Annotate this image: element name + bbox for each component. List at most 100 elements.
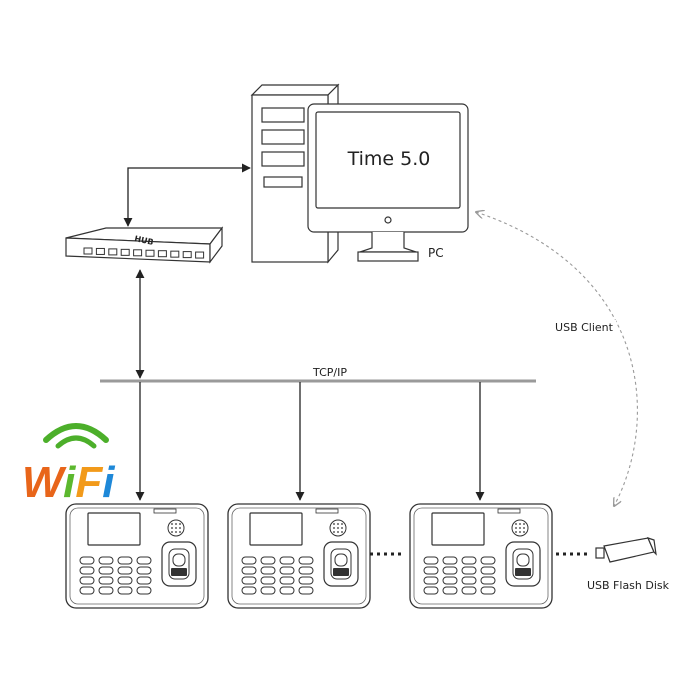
keypad-key[interactable] [461, 586, 477, 595]
time-attendance-terminals [65, 503, 553, 609]
hub-ports [83, 247, 205, 259]
speaker-hole [337, 527, 339, 529]
keypad-key[interactable] [136, 556, 152, 565]
keypad-key[interactable] [480, 576, 496, 585]
speaker-hole [519, 523, 521, 525]
keypad-key[interactable] [442, 576, 458, 585]
hub-port [133, 249, 143, 257]
keypad-key[interactable] [117, 556, 133, 565]
speaker-hole [333, 523, 335, 525]
keypad-key[interactable] [98, 576, 114, 585]
hub-port [108, 248, 118, 256]
keypad-key[interactable] [98, 556, 114, 565]
wifi-letter-i1: i [63, 458, 76, 507]
keypad-key[interactable] [79, 586, 95, 595]
terminal-screen [431, 512, 485, 546]
terminal-device [227, 503, 371, 609]
keypad-key[interactable] [442, 566, 458, 575]
usb-flash-disk-label: USB Flash Disk [587, 579, 670, 592]
speaker-hole [341, 523, 343, 525]
speaker-hole [515, 527, 517, 529]
keypad-key[interactable] [461, 566, 477, 575]
fingerprint-glass [333, 568, 349, 576]
speaker-hole [179, 527, 181, 529]
keypad-key[interactable] [79, 576, 95, 585]
terminal-led [497, 508, 521, 514]
wifi-text: WiFi [22, 458, 115, 507]
keypad-key[interactable] [241, 556, 257, 565]
speaker-hole [175, 527, 177, 529]
terminal-bezel [69, 507, 205, 605]
terminal-led [153, 508, 177, 514]
keypad-key[interactable] [480, 586, 496, 595]
wifi-letter-w: W [22, 458, 67, 507]
keypad-key[interactable] [279, 576, 295, 585]
fingerprint-icon [334, 553, 348, 567]
keypad-key[interactable] [136, 586, 152, 595]
keypad-key[interactable] [241, 586, 257, 595]
terminal-device [409, 503, 553, 609]
speaker-hole [333, 531, 335, 533]
keypad-key[interactable] [136, 566, 152, 575]
keypad-key[interactable] [279, 556, 295, 565]
keypad-key[interactable] [423, 556, 439, 565]
keypad-key[interactable] [241, 566, 257, 575]
fingerprint-glass [171, 568, 187, 576]
keypad-key[interactable] [241, 576, 257, 585]
keypad-key[interactable] [480, 556, 496, 565]
speaker-hole [519, 531, 521, 533]
speaker-hole [341, 531, 343, 533]
speaker-hole [175, 531, 177, 533]
keypad-key[interactable] [260, 556, 276, 565]
keypad-key[interactable] [79, 566, 95, 575]
hub-port [195, 251, 205, 259]
hub-port [83, 247, 93, 255]
keypad-key[interactable] [298, 576, 314, 585]
keypad-key[interactable] [461, 576, 477, 585]
usb-client-link [476, 212, 638, 506]
keypad-key[interactable] [117, 566, 133, 575]
keypad-key[interactable] [260, 566, 276, 575]
keypad-key[interactable] [260, 576, 276, 585]
speaker-hole [337, 523, 339, 525]
fingerprint-glass [515, 568, 531, 576]
terminal-screen [249, 512, 303, 546]
keypad-key[interactable] [136, 576, 152, 585]
keypad-key[interactable] [260, 586, 276, 595]
speaker-hole [171, 527, 173, 529]
keypad-key[interactable] [442, 586, 458, 595]
keypad-key[interactable] [423, 566, 439, 575]
keypad-key[interactable] [461, 556, 477, 565]
speaker-hole [333, 527, 335, 529]
tcpip-label: TCP/IP [312, 366, 347, 379]
hub-label: HUB [134, 234, 155, 247]
keypad-key[interactable] [423, 586, 439, 595]
fingerprint-icon [172, 553, 186, 567]
keypad-key[interactable] [117, 586, 133, 595]
keypad-key[interactable] [279, 566, 295, 575]
terminal-bezel [413, 507, 549, 605]
keypad-key[interactable] [423, 576, 439, 585]
keypad-key[interactable] [298, 586, 314, 595]
terminal-bezel [231, 507, 367, 605]
wifi-letter-i2: i [102, 458, 115, 507]
speaker-hole [175, 523, 177, 525]
speaker-hole [179, 523, 181, 525]
keypad-key[interactable] [442, 556, 458, 565]
hub-port [95, 247, 105, 255]
keypad-key[interactable] [298, 566, 314, 575]
keypad-key[interactable] [98, 566, 114, 575]
speaker-hole [515, 523, 517, 525]
speaker-hole [171, 531, 173, 533]
keypad-key[interactable] [279, 586, 295, 595]
keypad-key[interactable] [298, 556, 314, 565]
keypad-key[interactable] [117, 576, 133, 585]
speaker-hole [179, 531, 181, 533]
keypad-key[interactable] [480, 566, 496, 575]
keypad-key[interactable] [79, 556, 95, 565]
speaker-hole [523, 531, 525, 533]
keypad-key[interactable] [98, 586, 114, 595]
usb-flash-disk [595, 537, 657, 563]
monitor-screen-text: Time 5.0 [347, 148, 431, 170]
